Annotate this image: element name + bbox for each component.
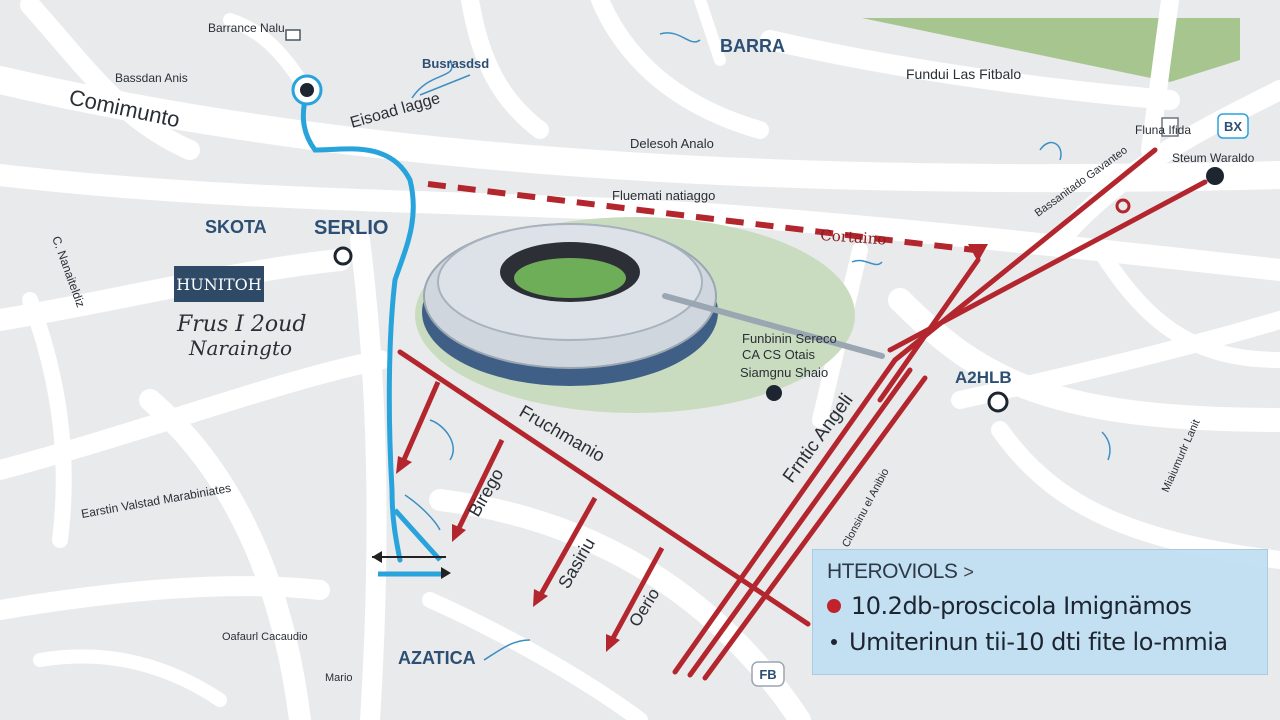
label-stadium-line3: Siamgnu Shaio [740,365,828,380]
location-markers[interactable] [291,74,1224,413]
label-azatica: AZATICA [398,648,476,668]
label-barrance: Barrance Nalu [208,21,285,35]
building-icon [1161,117,1179,137]
bx-badge[interactable]: BX [1217,113,1249,139]
red-dot-icon [827,599,841,613]
label-frus-line2: Naraingto [188,336,292,360]
svg-text:HUNITOH: HUNITOH [176,275,262,294]
dashed-red-route[interactable] [427,181,976,253]
waypoint-circle[interactable] [1115,198,1131,214]
arrow-right-icon [441,567,451,579]
svg-text:FB: FB [759,667,776,682]
stadium-building [422,223,885,386]
label-stadium-line1: Funbinin Sereco [742,331,837,346]
park-area [862,18,1240,82]
svg-text:BX: BX [1224,119,1242,134]
label-frus-line1: Frus I 2oud [176,312,306,337]
info-panel-header[interactable]: HTEROVIOLS > [827,560,1253,584]
label-bassdan: Bassdan Anis [115,71,188,85]
blue-route-spur[interactable] [393,508,442,562]
bullet-icon [831,639,837,645]
label-skota: SKOTA [205,217,267,237]
landmark-sketch-icons [404,32,1111,661]
red-arrows [396,380,665,652]
route-marker-icon [968,244,988,262]
info-row-primary: 10.2db-proscicola Imignämos [827,592,1253,620]
hunitoh-sign: HUNITOH [174,266,264,302]
label-mario: Mario [325,672,353,684]
info-row-secondary-text: Umiterinun tii-10 dti fite lo-mmia [849,628,1228,656]
red-route-lines[interactable] [397,147,1208,681]
info-panel-title: HTEROVIOLS [827,560,958,583]
label-fluna: Fluna Ifida [1135,123,1191,137]
info-row-secondary: Umiterinun tii-10 dti fite lo-mmia [827,628,1253,656]
label-fluemati: Fluemati natiaggo [612,188,715,203]
label-fundui: Fundui Las Fitbalo [906,66,1021,82]
label-deleso: Delesoh Analo [630,136,714,151]
label-cortaino: Cortaino [820,226,887,249]
label-stadium-line2: CA CS Otais [742,347,815,362]
label-busrasdsd: Busrasdsd [422,56,489,71]
camera-icon [285,29,301,41]
label-oafaurl: Oafaurl Cacaudio [222,631,308,643]
label-barra: BARRA [720,36,785,56]
info-row-primary-text: 10.2db-proscicola Imignämos [851,592,1192,620]
label-steum: Steum Waraldo [1172,151,1255,165]
info-panel[interactable]: HTEROVIOLS > 10.2db-proscicola Imignämos… [812,549,1268,675]
label-a2hlb: A2HLB [955,368,1012,387]
fb-badge[interactable]: FB [751,661,785,687]
chevron-right-icon[interactable]: > [963,561,974,582]
blue-route[interactable] [300,89,416,563]
label-serlio: SERLIO [314,217,388,239]
